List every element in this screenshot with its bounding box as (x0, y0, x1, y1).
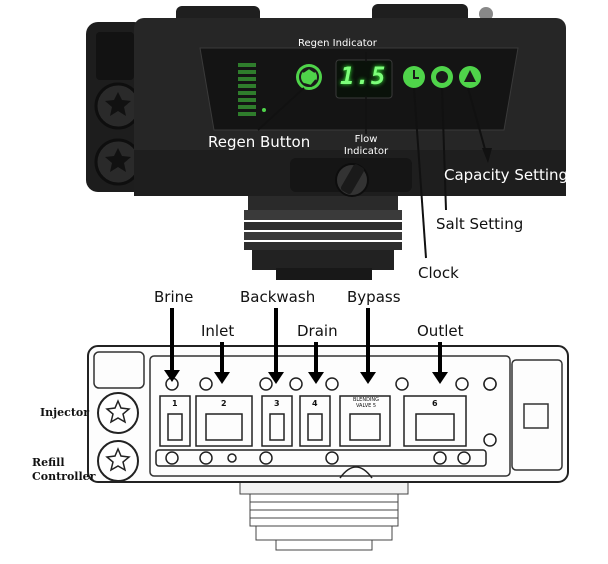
bypass-port-text-line2: VALVE 5 (346, 403, 386, 409)
capacity-button-icon (459, 66, 481, 88)
bypass-port-text: BLENDING VALVE 5 (346, 397, 386, 409)
injector-label: Injector (40, 406, 90, 419)
refill-controller-knob-icon (97, 440, 139, 482)
screw-knob-icon (94, 138, 142, 186)
callout-line-clock (413, 87, 427, 259)
port-number-6: 6 (432, 399, 438, 408)
bypass-port-text-line1: BLENDING (352, 397, 380, 403)
callout-line-salt (441, 87, 447, 211)
port-label-bypass: Bypass (347, 288, 401, 306)
level-bars-icon (238, 63, 266, 116)
flow-indicator-dial (290, 158, 412, 197)
regen-indicator-label: Regen Indicator (298, 38, 377, 49)
salt-button-icon (431, 66, 453, 88)
port-chambers (159, 395, 467, 447)
valve-center-notch (339, 466, 373, 479)
screw-row-right (483, 377, 497, 447)
port-label-inlet: Inlet (201, 322, 235, 340)
injector-knob-icon (97, 392, 139, 434)
valve-stem (239, 479, 409, 551)
refill-controller-label-line2: Controller (32, 470, 96, 483)
bypass-port-text-valve: VALVE (355, 403, 372, 409)
port-number-1: 1 (172, 399, 178, 408)
callout-arrow-capacity (482, 148, 492, 163)
port-number-3: 3 (274, 399, 280, 408)
callout-line-regen-button (257, 87, 305, 131)
port-number-4: 4 (312, 399, 318, 408)
capacity-setting-label: Capacity Setting (444, 166, 569, 184)
port-number-2: 2 (221, 399, 227, 408)
screw-knob-icon (94, 82, 142, 130)
port-label-brine: Brine (154, 288, 194, 306)
controller-stem (244, 190, 402, 280)
screw-row-bottom (165, 451, 471, 465)
flow-indicator-label: Flow Indicator (338, 134, 394, 158)
flow-indicator-label-line1: Flow (354, 134, 378, 145)
refill-controller-label-line1: Refill (32, 456, 65, 469)
refill-controller-label: Refill Controller (32, 456, 95, 484)
digital-display-frame (335, 59, 393, 99)
salt-setting-label: Salt Setting (436, 215, 524, 233)
port-label-drain: Drain (297, 322, 338, 340)
clock-label: Clock (418, 264, 459, 282)
port-label-backwash: Backwash (240, 288, 316, 306)
flow-indicator-label-line2: Indicator (343, 146, 389, 157)
port-label-outlet: Outlet (417, 322, 464, 340)
port-number-5: 5 (372, 403, 377, 409)
clock-button-icon (403, 66, 425, 88)
regen-button-label: Regen Button (208, 133, 311, 151)
valve-rail (155, 449, 487, 467)
digital-display-value: 1.5 (340, 62, 387, 90)
regen-button-icon (296, 64, 322, 90)
port-arrows (164, 308, 448, 384)
